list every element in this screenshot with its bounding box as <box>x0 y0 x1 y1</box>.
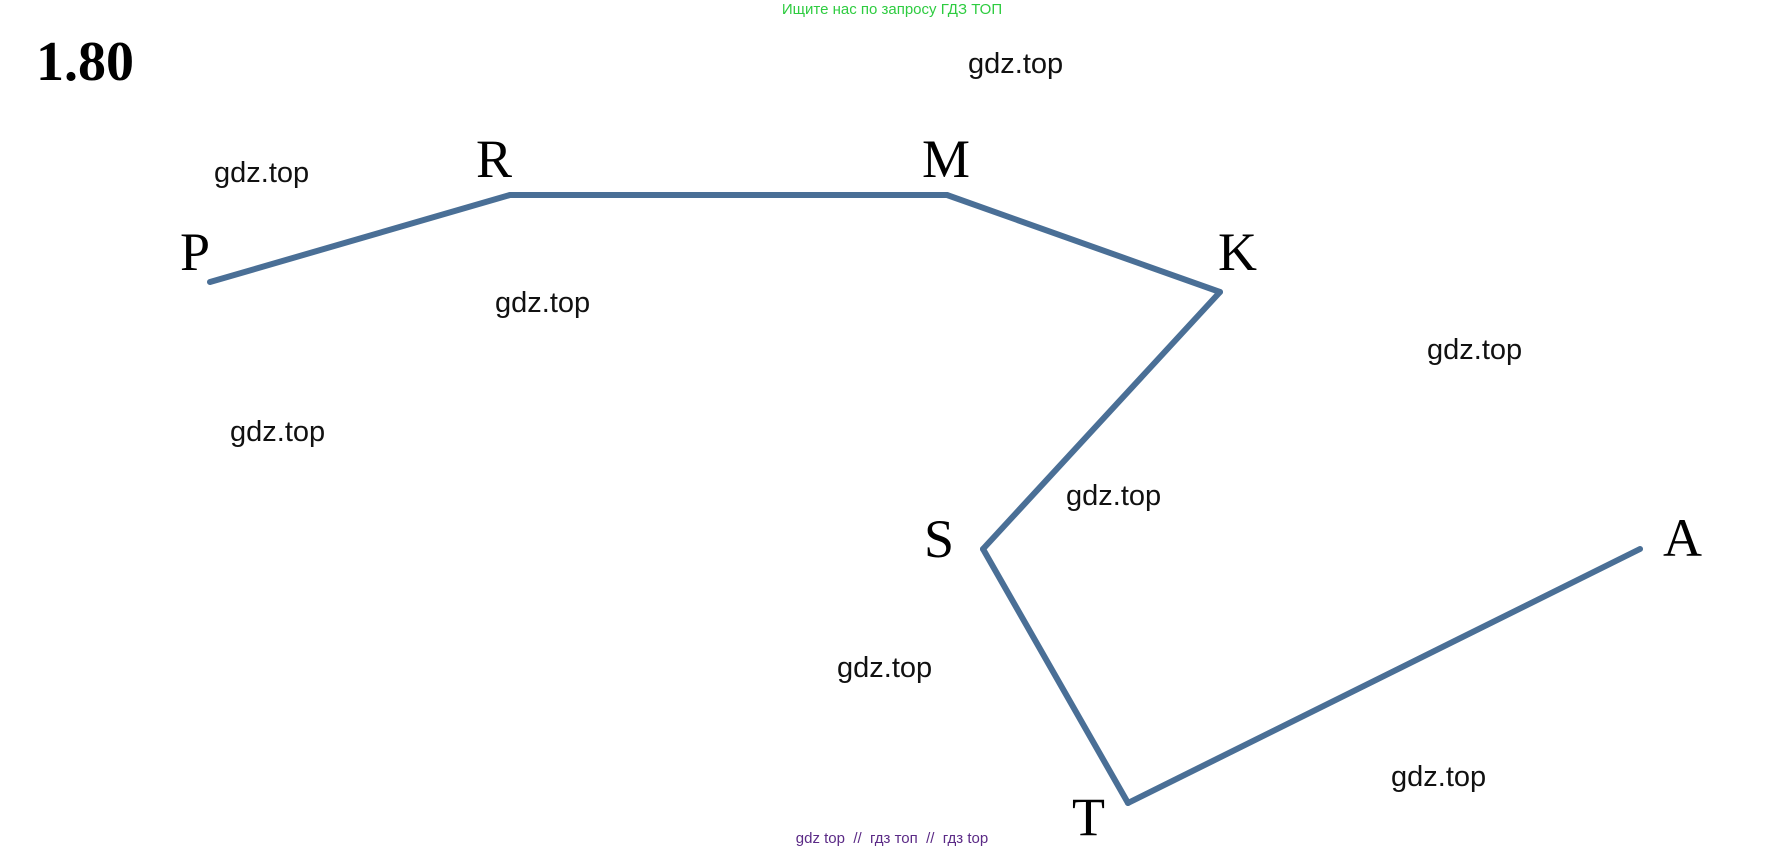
vertex-label-T: T <box>1072 787 1105 847</box>
watermark-text: gdz.top <box>968 48 1064 80</box>
vertex-label-A: A <box>1663 508 1702 568</box>
segment-M-K <box>944 192 1223 295</box>
vertex-label-S: S <box>924 509 954 569</box>
watermark-text: gdz.top <box>214 157 310 189</box>
watermark-text: gdz.top <box>230 416 326 448</box>
watermark-text: gdz.top <box>1066 480 1162 512</box>
watermark-text: gdz.top <box>1427 334 1523 366</box>
segment-S-T <box>980 546 1131 806</box>
vertex-label-P: P <box>180 222 210 282</box>
problem-number: 1.80 <box>36 31 134 93</box>
vertex-labels: P R M K S T A <box>180 129 1702 847</box>
watermark-text: gdz.top <box>837 652 933 684</box>
segment-P-R <box>207 192 513 285</box>
segment-K-S <box>980 289 1223 552</box>
watermark-text: gdz.top <box>495 287 591 319</box>
vertex-label-K: K <box>1218 222 1257 282</box>
segment-T-A <box>1125 546 1643 806</box>
top-banner: Ищите нас по запросу ГДЗ ТОП <box>781 1 1003 18</box>
polyline-segments <box>207 192 1643 806</box>
vertex-label-M: M <box>922 129 970 189</box>
footer-text: gdz top // гдз топ // гдз top <box>795 830 989 847</box>
watermark-text: gdz.top <box>1391 761 1487 793</box>
vertex-label-R: R <box>476 129 512 189</box>
